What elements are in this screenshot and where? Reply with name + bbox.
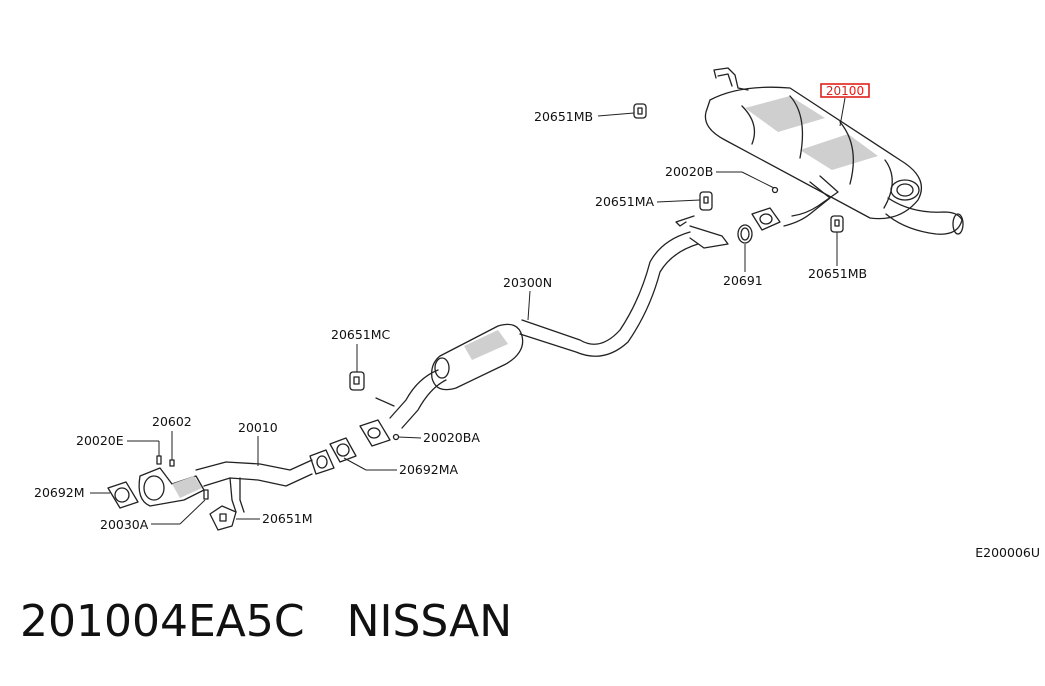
part-number: 201004EA5C — [20, 596, 305, 647]
stud-20602[interactable] — [169, 459, 175, 467]
hanger-20651M[interactable] — [209, 505, 237, 531]
center-pipe-20300N[interactable] — [359, 215, 729, 447]
callout-20020BA: 20020BA — [423, 430, 480, 445]
callout-20300N: 20300N — [503, 275, 552, 290]
callout-20692M: 20692M — [34, 485, 85, 500]
gasket-20692M[interactable] — [107, 481, 139, 509]
callout-20651MA: 20651MA — [595, 194, 655, 209]
gasket-20692MA[interactable] — [329, 437, 357, 463]
callout-20100[interactable]: 20100 — [820, 83, 870, 98]
callout-20602: 20602 — [152, 414, 192, 429]
callout-20100-text: 20100 — [826, 84, 864, 98]
hanger-20651MB-bottom[interactable] — [830, 215, 844, 233]
callout-20651MB-bottom: 20651MB — [808, 266, 867, 281]
hanger-20651MB-top[interactable] — [633, 103, 647, 119]
bolt-20020E[interactable] — [156, 455, 162, 465]
bolt-20020B[interactable] — [771, 186, 779, 194]
hanger-20651MA[interactable] — [699, 191, 713, 211]
rear-muffler[interactable] — [704, 67, 964, 235]
callout-20030A: 20030A — [100, 517, 149, 532]
callout-20010: 20010 — [238, 420, 278, 435]
brand-name: NISSAN — [346, 596, 513, 647]
callout-20692MA: 20692MA — [399, 462, 459, 477]
muffler-inlet-flange — [751, 207, 781, 231]
callout-20020B: 20020B — [665, 164, 713, 179]
diagram-code: E200006U — [975, 545, 1040, 560]
hanger-20651MC[interactable] — [349, 371, 365, 391]
callout-20651MB-top: 20651MB — [534, 109, 593, 124]
callout-20651M: 20651M — [262, 511, 313, 526]
gasket-20691[interactable] — [737, 224, 753, 244]
callout-20691: 20691 — [723, 273, 763, 288]
footer-caption: 201004EA5C NISSAN — [20, 596, 512, 647]
bolt-20020BA[interactable] — [392, 433, 400, 441]
callout-20020E: 20020E — [76, 433, 124, 448]
callout-20651MC: 20651MC — [331, 327, 391, 342]
front-tube-20010[interactable] — [138, 449, 335, 513]
bolt-20030A[interactable] — [203, 489, 209, 500]
